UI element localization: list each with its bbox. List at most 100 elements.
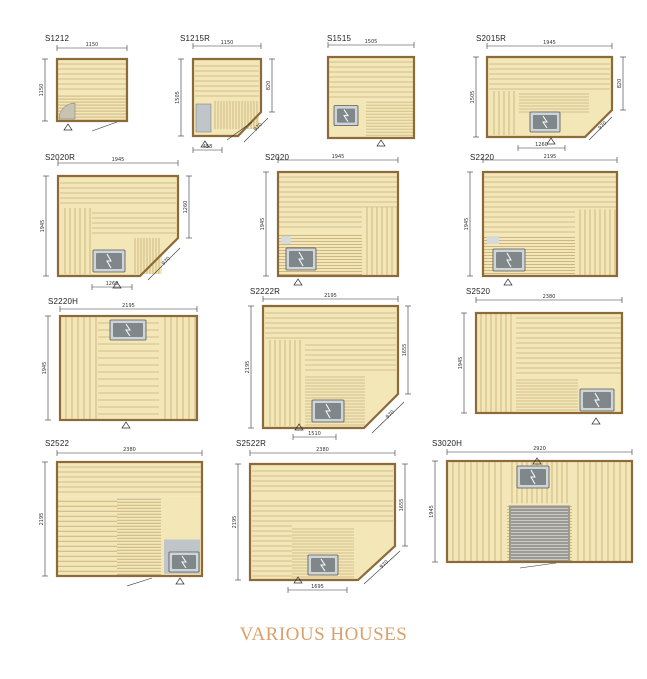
dim-s3020h-width: 2920 xyxy=(533,446,546,452)
bench-area xyxy=(516,313,622,377)
dimension-line xyxy=(147,247,181,281)
bench-area xyxy=(159,316,197,420)
dim-s2020-width: 1945 xyxy=(332,154,345,160)
dim-s2222r-width: 2195 xyxy=(324,293,337,299)
dim-s2020r-depth: 1945 xyxy=(40,220,46,233)
dim-s2015r-diag: 970 xyxy=(597,120,608,131)
entry-arrow-icon xyxy=(112,281,122,289)
bench-area xyxy=(575,209,617,276)
plan-s1515: 1505 xyxy=(326,39,416,147)
door-swing xyxy=(91,121,118,132)
dim-s1212-width: 1150 xyxy=(86,42,99,48)
dimension-line xyxy=(243,117,269,143)
dim-s2222r-depth: 2195 xyxy=(245,361,251,374)
room-outline xyxy=(474,311,624,415)
house-code-s1212: S1212 xyxy=(45,34,70,43)
plan-s2020: 1945 1945 xyxy=(260,154,400,286)
heater-symbol xyxy=(125,323,131,337)
dim-s2020-depth: 1945 xyxy=(260,218,266,231)
dim-s2015r-door: 1260 xyxy=(535,142,548,148)
bench-area xyxy=(305,340,396,374)
bench-area xyxy=(252,496,292,578)
bench-area xyxy=(117,496,161,576)
dim-s2020r-door: 1260 xyxy=(106,281,119,287)
entry-arrow-icon xyxy=(532,457,542,465)
dim-s2015r-width: 1945 xyxy=(543,40,556,46)
room-outline xyxy=(485,55,614,139)
bench-area xyxy=(265,308,396,340)
dim-s2520-width: 2380 xyxy=(543,294,556,300)
house-code-s2222r: S2222R xyxy=(250,287,281,296)
bench-area xyxy=(519,91,589,113)
bench-area xyxy=(57,462,202,497)
door-swing xyxy=(126,577,153,587)
dim-s2015r-depth: 1505 xyxy=(470,91,476,104)
dim-s1515-width: 1505 xyxy=(365,39,378,45)
entry-arrow-icon xyxy=(121,421,131,429)
entry-arrow-icon xyxy=(503,278,513,286)
dimension-line xyxy=(371,401,405,434)
plan-s2520: 2380 1945 xyxy=(458,294,624,425)
dim-s2522r-side: 1655 xyxy=(399,499,405,512)
dim-s2020r-width: 1945 xyxy=(112,157,125,163)
bucket-shelf xyxy=(281,236,291,244)
entry-arrow-icon xyxy=(175,577,185,585)
house-code-s2220: S2220 xyxy=(470,153,495,162)
room-outline xyxy=(55,57,129,123)
dim-s2015r-side: 820 xyxy=(617,79,623,89)
dim-s2220-depth: 1945 xyxy=(464,218,470,231)
entry-arrow-icon xyxy=(294,423,304,431)
room-outline xyxy=(58,314,199,422)
shower-area xyxy=(195,103,212,133)
dim-s2220-width: 2195 xyxy=(544,154,557,160)
bench-area xyxy=(362,207,398,276)
entry-arrow-icon xyxy=(63,123,73,131)
room-outline xyxy=(481,170,619,278)
heater-symbol xyxy=(181,555,187,569)
heater-symbol xyxy=(530,469,536,485)
house-code-s3020h: S3020H xyxy=(432,439,463,448)
dim-s2522-depth: 2195 xyxy=(39,513,45,526)
house-code-s1515: S1515 xyxy=(327,34,352,43)
room-outline xyxy=(445,459,634,564)
dim-s1215r-side: 820 xyxy=(266,81,272,91)
entry-arrow-icon xyxy=(376,139,386,147)
room-outline xyxy=(56,174,180,278)
entry-arrow-icon xyxy=(293,576,303,584)
bench-area xyxy=(60,208,92,274)
plan-s2015r: 1945 1505 820 970 1260 xyxy=(470,40,626,151)
entry-arrow-icon xyxy=(293,278,303,286)
heater-symbol xyxy=(594,392,600,408)
dim-s2220h-width: 2195 xyxy=(122,303,135,309)
bench-area xyxy=(212,101,259,129)
heater-symbol xyxy=(298,251,304,267)
dim-s2020r-diag: 970 xyxy=(161,256,172,267)
bench-area xyxy=(489,59,610,91)
dim-s2520-depth: 1945 xyxy=(458,357,464,370)
door-swing xyxy=(226,121,253,141)
bench-area xyxy=(328,57,414,100)
house-code-s2522r: S2522R xyxy=(236,439,267,448)
dim-s1215r-depth: 1505 xyxy=(175,91,181,104)
corner-bench xyxy=(58,102,76,120)
door-swing xyxy=(519,562,557,569)
dim-s2222r-diag: 970 xyxy=(385,409,396,420)
house-code-s2020r: S2020R xyxy=(45,153,76,162)
bench-area xyxy=(366,99,414,138)
dim-s2222r-door: 1510 xyxy=(308,431,321,437)
bench-area xyxy=(60,316,98,420)
room-outline xyxy=(326,55,416,140)
entry-arrow-icon xyxy=(546,137,556,145)
bucket-shelf xyxy=(487,236,499,244)
heater-symbol xyxy=(542,115,548,129)
dimension-line xyxy=(363,550,401,585)
heater-symbol xyxy=(506,252,512,268)
heater-symbol xyxy=(320,558,326,572)
